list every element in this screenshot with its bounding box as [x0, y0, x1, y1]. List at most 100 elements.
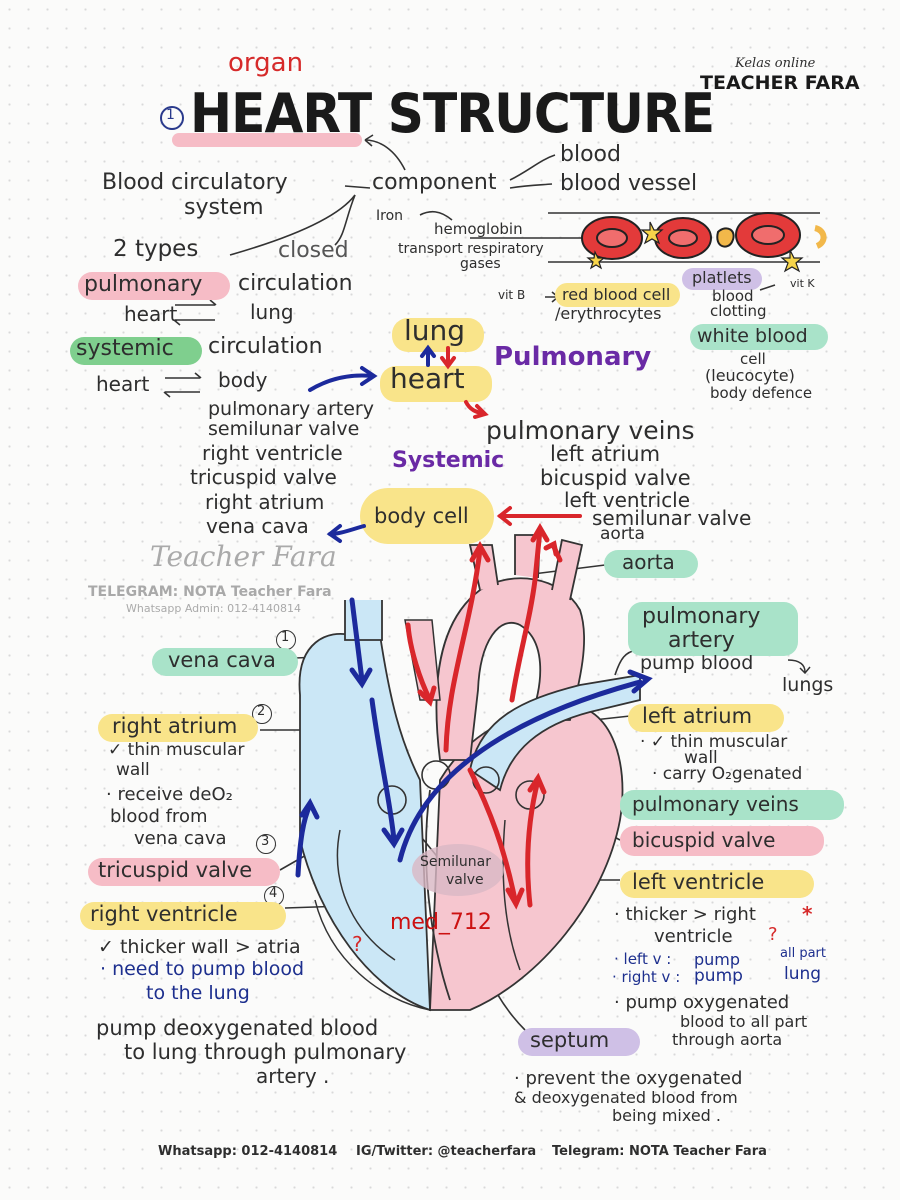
- platlets-label: platlets: [692, 268, 752, 287]
- blood-vessel-label: blood vessel: [560, 171, 698, 196]
- lv-note-b: blood to all part: [680, 1012, 808, 1031]
- pulmonary-type-label: pulmonary: [84, 272, 203, 297]
- erythrocytes-label: /erythrocytes: [555, 304, 662, 323]
- ra-note-4: vena cava: [134, 828, 227, 849]
- brand-small: Kelas online: [735, 56, 816, 71]
- semilunar-label-2: valve: [446, 872, 484, 888]
- lv-question: ?: [768, 924, 778, 945]
- footer-ig: IG/Twitter: @teacherfara: [356, 1144, 537, 1159]
- vit-k-label: vit K: [790, 277, 815, 290]
- lv-note-2: ventricle: [654, 926, 733, 947]
- rv-note-3: to the lung: [146, 982, 250, 1004]
- heart-body-a: heart: [96, 372, 150, 396]
- right-list-4: semilunar valve: [592, 506, 752, 530]
- lv-star: *: [802, 902, 813, 926]
- left-ventricle-highlight: [620, 870, 814, 898]
- semilunar-label-1: Semilunar: [420, 854, 491, 870]
- right-list-1: left atrium: [550, 442, 661, 466]
- title-number: 1: [166, 107, 175, 123]
- systemic-highlight: [70, 337, 202, 365]
- two-types-label: 2 types: [113, 236, 199, 262]
- lung-node: lung: [404, 314, 466, 347]
- right-list-2: bicuspid valve: [540, 466, 691, 490]
- septum-note-2: being mixed .: [612, 1106, 722, 1125]
- tricuspid-valve-label: tricuspid valve: [98, 858, 253, 882]
- n2-number: 2: [257, 704, 266, 719]
- med-id-label: med_712: [390, 910, 492, 935]
- iron-label: Iron: [376, 208, 404, 224]
- left-list-1: semilunar valve: [208, 418, 360, 440]
- heart-lung-b: lung: [250, 300, 294, 324]
- ra-note-1: wall: [116, 760, 150, 780]
- bicuspid-valve-label: bicuspid valve: [632, 828, 776, 852]
- lv-pump-2: pump: [694, 966, 743, 986]
- left-atrium-highlight: [628, 704, 784, 732]
- body-defence-label: body defence: [710, 384, 813, 402]
- pump-blood-label: pump blood: [640, 652, 754, 674]
- left-atrium-label: left atrium: [642, 704, 753, 728]
- heart-lung-a: heart: [124, 302, 178, 326]
- vena-cava-highlight: [152, 648, 298, 676]
- blood-clotting-1: blood: [712, 287, 754, 305]
- ra-note-0: ✓ thin muscular: [108, 740, 245, 760]
- signature-watermark: Teacher Fara: [150, 540, 337, 573]
- left-list-2: right ventricle: [202, 441, 343, 465]
- transport-label: transport respiratory: [398, 241, 544, 257]
- vena-cava-label: vena cava: [168, 648, 276, 672]
- pulmonary-artery-label-2: artery: [668, 628, 735, 653]
- blood-circulatory-label: Blood circulatory: [102, 170, 288, 195]
- left-ventricle-label: left ventricle: [632, 870, 765, 894]
- n1-number: 1: [281, 630, 290, 645]
- body-cell-node: body cell: [374, 504, 469, 528]
- lv-note-a: · pump oxygenated: [614, 992, 790, 1013]
- circulation-label-1: circulation: [238, 271, 353, 296]
- red-blood-cell-label: red blood cell: [562, 285, 671, 304]
- rv-note-2: · need to pump blood: [100, 958, 305, 980]
- n3-number: 3: [261, 834, 270, 849]
- lv-left: · left v :: [614, 950, 672, 968]
- septum-note-1: & deoxygenated blood from: [514, 1088, 738, 1107]
- lv-lung: lung: [784, 964, 822, 984]
- pump-deoxy-2: artery .: [256, 1064, 330, 1088]
- right-ventricle-label: right ventricle: [90, 902, 238, 926]
- footer-whatsapp: Whatsapp: 012-4140814: [158, 1144, 338, 1159]
- lv-note-c: through aorta: [672, 1030, 783, 1049]
- n3-circle: [256, 834, 276, 854]
- whatsapp-admin-watermark: Whatsapp Admin: 012-4140814: [126, 602, 302, 615]
- la-note-0: · ✓ thin muscular: [640, 732, 788, 752]
- gases-label: gases: [460, 256, 501, 272]
- aorta-label: aorta: [622, 550, 675, 574]
- component-label: component: [372, 170, 497, 195]
- footer-telegram: Telegram: NOTA Teacher Fara: [552, 1144, 767, 1159]
- lv-pump-1: pump: [694, 950, 741, 969]
- blood-clotting-2: clotting: [710, 302, 767, 320]
- hemoglobin-label: hemoglobin: [434, 220, 523, 238]
- platlets-highlight: [682, 268, 762, 290]
- system-label: system: [184, 195, 264, 220]
- heart-node: heart: [390, 362, 465, 395]
- pulmonary-artery-highlight: [628, 602, 798, 656]
- rv-note-1: ✓ thicker wall > atria: [98, 936, 301, 958]
- closed-label: closed: [278, 238, 349, 263]
- left-list-4: right atrium: [205, 490, 325, 514]
- pump-deoxy-0: pump deoxygenated blood: [96, 1016, 379, 1040]
- right-list-5: aorta: [600, 524, 645, 544]
- septum-label: septum: [530, 1028, 610, 1052]
- aorta-highlight: [604, 550, 698, 578]
- systemic-type-label: systemic: [76, 336, 174, 361]
- tricuspid-highlight: [88, 858, 280, 886]
- wbc-highlight: [690, 324, 828, 350]
- septum-note-0: · prevent the oxygenated: [514, 1068, 743, 1089]
- pulmonary-flow-label: Pulmonary: [494, 342, 652, 372]
- title-underline-highlight: [172, 133, 362, 147]
- systemic-flow-label: Systemic: [392, 448, 505, 473]
- right-list-0: pulmonary veins: [486, 416, 695, 445]
- pulmonary-artery-label-1: pulmonary: [642, 604, 761, 629]
- la-note-2: · carry O₂genated: [652, 764, 803, 784]
- rbc-highlight: [555, 283, 680, 307]
- page-title: HEART STRUCTURE: [190, 82, 715, 145]
- leucocyte-label: (leucocyte): [705, 366, 795, 385]
- vit-b-label: vit B: [498, 288, 526, 302]
